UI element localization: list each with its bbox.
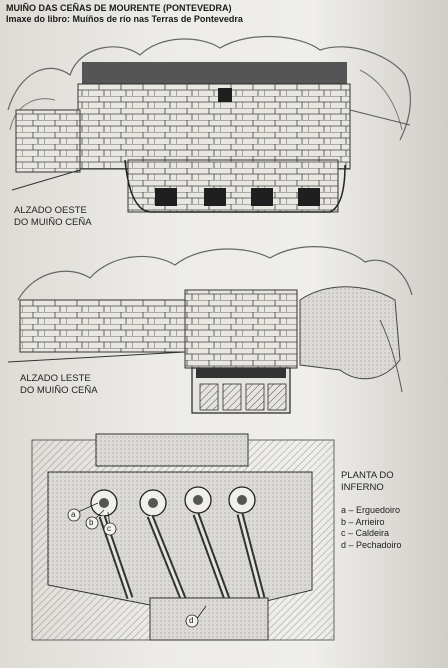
page-title: MUIÑO DAS CEÑAS DE MOURENTE (PONTEVEDRA)	[6, 3, 232, 13]
plan-drawing	[31, 433, 335, 641]
plan-title: PLANTA DO INFERNO	[341, 470, 394, 493]
east-elevation-drawing	[7, 246, 413, 414]
west-elevation-drawing	[7, 35, 411, 213]
legend-item-b: b – Arrieiro	[341, 516, 385, 527]
callout-b: b	[89, 518, 94, 527]
mill-wheels	[90, 486, 256, 517]
east-elevation-label: ALZADO LESTE DO MUIÑO CEÑA	[20, 373, 98, 396]
callout-a: a	[71, 510, 76, 519]
west-elevation-label: ALZADO OESTE DO MUIÑO CEÑA	[14, 205, 92, 228]
callout-d: d	[189, 616, 194, 625]
legend-item-d: d – Pechadoiro	[341, 539, 402, 550]
legend-item-c: c – Caldeira	[341, 528, 390, 538]
callout-c: c	[107, 524, 111, 533]
page-subtitle: Imaxe do libro: Muíños de río nas Terras…	[6, 14, 243, 24]
page-caption: MUIÑO DAS CEÑAS DE MOURENTE (PONTEVEDRA)…	[6, 3, 243, 25]
legend-item-a: a – Erguedoiro	[341, 505, 401, 515]
plan-legend: a – Erguedoiro b – Arrieiro c – Caldeira…	[341, 505, 402, 551]
